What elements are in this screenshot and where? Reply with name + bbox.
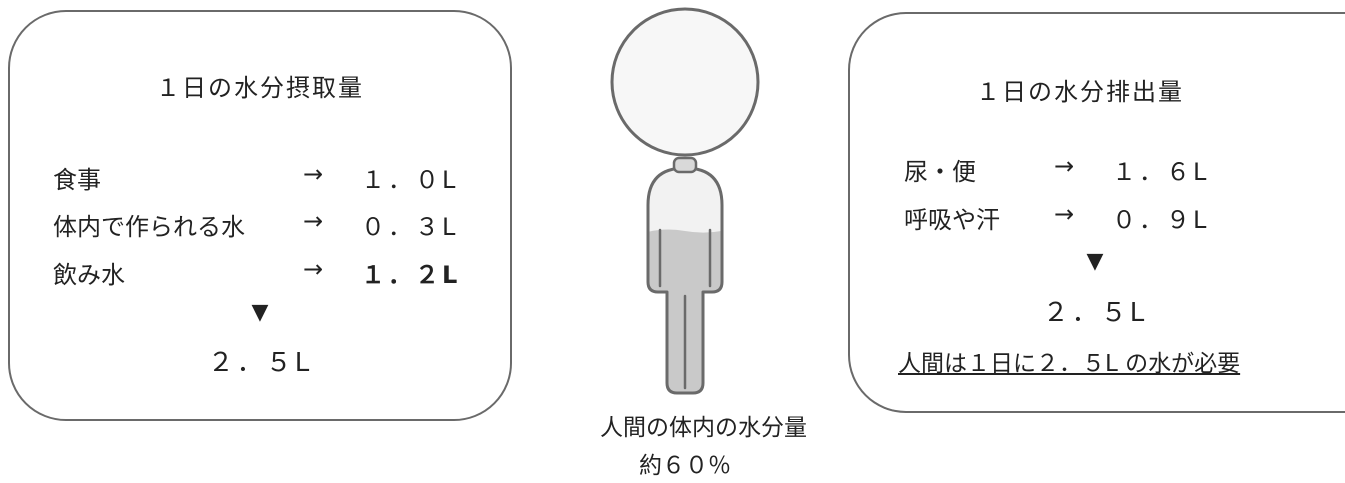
output-row-label: 呼吸や汗 — [904, 206, 1000, 234]
intake-title: １日の水分摂取量 — [156, 74, 364, 102]
intake-row-value: １．２L — [361, 261, 461, 289]
intake-row-value: ０．３L — [361, 213, 459, 241]
arrow-icon: → — [303, 255, 324, 283]
intake-row-label: 食事 — [53, 166, 101, 194]
human-body-icon — [610, 7, 760, 395]
output-row-value: １．６L — [1112, 158, 1210, 186]
intake-row-value: １．０L — [361, 166, 459, 194]
figure-caption-label: 人間の体内の水分量 — [600, 415, 807, 441]
intake-row-label: 体内で作られる水 — [53, 213, 245, 241]
arrow-icon: → — [303, 207, 324, 235]
figure-caption-percent: 約６０％ — [639, 453, 731, 479]
output-row-label: 尿・便 — [904, 158, 976, 186]
down-triangle-icon: ▼ — [1086, 249, 1104, 274]
arrow-icon: → — [303, 160, 324, 188]
arrow-icon: → — [1054, 200, 1075, 228]
arrow-icon: → — [1054, 152, 1075, 180]
intake-card: １日の水分摂取量 食事 → １．０L 体内で作られる水 → ０．３L 飲み水 →… — [8, 10, 512, 421]
intake-total: ２．５L — [207, 348, 313, 378]
output-card: １日の水分排出量 尿・便 → １．６L 呼吸や汗 → ０．９L ▼ ２．５L 人… — [848, 12, 1345, 413]
intake-row-label: 飲み水 — [53, 261, 125, 289]
output-title: １日の水分排出量 — [976, 78, 1184, 106]
output-row-value: ０．９L — [1112, 206, 1210, 234]
down-triangle-icon: ▼ — [251, 300, 269, 325]
output-note: 人間は１日に２．５L の水が必要 — [898, 351, 1241, 377]
head-icon — [610, 7, 760, 157]
output-total: ２．５L — [1042, 298, 1148, 328]
